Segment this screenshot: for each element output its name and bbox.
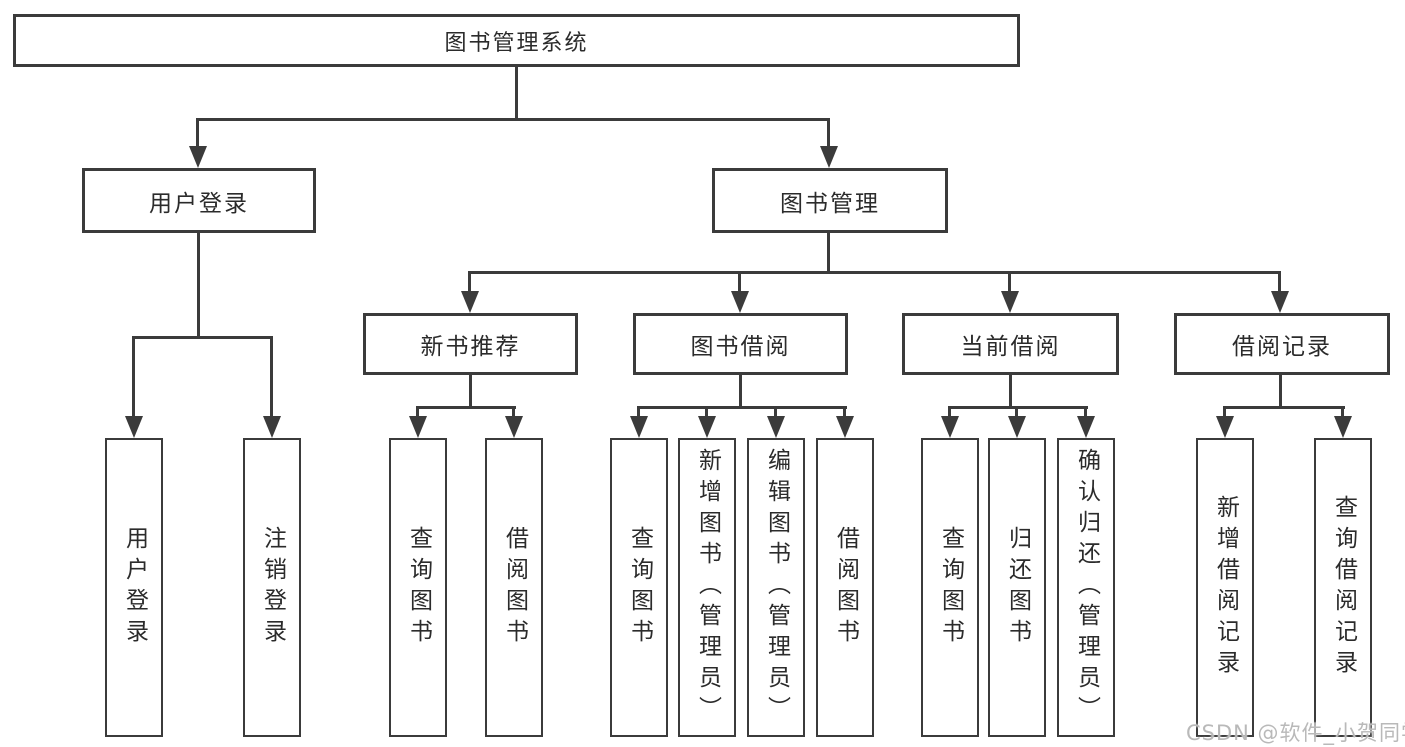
arrow-down-icon — [637, 406, 640, 416]
node-borrowing-records: 借阅记录 — [1174, 313, 1390, 375]
leaf-records-query-record: 查询借阅记录 — [1314, 438, 1372, 737]
connector-user-login-bus — [132, 336, 273, 339]
connector-borrowing-stem — [739, 374, 742, 406]
leaf-user-login: 用户登录 — [105, 438, 163, 737]
connector-user-login-stem — [197, 233, 200, 336]
connector-current-stem — [1009, 374, 1012, 406]
arrow-down-icon — [1084, 406, 1087, 416]
arrow-down-icon — [512, 406, 515, 416]
arrow-down-icon — [270, 336, 273, 416]
node-current-borrowing: 当前借阅 — [902, 313, 1119, 375]
leaf-current-query-books: 查询图书 — [921, 438, 979, 737]
node-book-borrowing: 图书借阅 — [633, 313, 848, 375]
node-root: 图书管理系统 — [13, 14, 1020, 67]
arrow-down-icon — [1015, 406, 1018, 416]
leaf-current-confirm-return-admin: 确认归还（管理员） — [1057, 438, 1115, 737]
arrow-down-icon — [1341, 406, 1344, 416]
connector-new-books-stem — [469, 374, 472, 406]
arrow-down-icon — [1278, 271, 1281, 291]
leaf-borrowing-edit-books-admin: 编辑图书（管理员） — [747, 438, 805, 737]
leaf-logout: 注销登录 — [243, 438, 301, 737]
arrow-down-icon — [1008, 271, 1011, 291]
connector-root-stem — [515, 67, 518, 118]
leaf-borrowing-add-books-admin: 新增图书（管理员） — [678, 438, 736, 737]
leaf-current-return-books: 归还图书 — [988, 438, 1046, 737]
connector-level3-bus — [468, 271, 1281, 274]
leaf-borrowing-query-books: 查询图书 — [610, 438, 668, 737]
leaf-newbooks-query-books: 查询图书 — [389, 438, 447, 737]
arrow-down-icon — [196, 118, 199, 146]
arrow-down-icon — [738, 271, 741, 291]
arrow-down-icon — [416, 406, 419, 416]
connector-new-books-bus — [416, 406, 516, 409]
node-new-book-recommend: 新书推荐 — [363, 313, 578, 375]
leaf-borrowing-borrow-books: 借阅图书 — [816, 438, 874, 737]
arrow-down-icon — [1223, 406, 1226, 416]
arrow-down-icon — [843, 406, 846, 416]
connector-level2-bus — [196, 118, 830, 121]
leaf-records-add-record: 新增借阅记录 — [1196, 438, 1254, 737]
arrow-down-icon — [132, 336, 135, 416]
connector-current-bus — [948, 406, 1088, 409]
arrow-down-icon — [948, 406, 951, 416]
arrow-down-icon — [774, 406, 777, 416]
arrow-down-icon — [827, 118, 830, 146]
arrow-down-icon — [468, 271, 471, 291]
arrow-down-icon — [705, 406, 708, 416]
watermark-text: CSDN @软件_小贺同学 — [1186, 721, 1405, 745]
node-book-management: 图书管理 — [712, 168, 948, 233]
connector-records-stem — [1279, 374, 1282, 406]
leaf-newbooks-borrow-books: 借阅图书 — [485, 438, 543, 737]
node-user-login: 用户登录 — [82, 168, 316, 233]
connector-borrowing-bus — [637, 406, 847, 409]
connector-records-bus — [1223, 406, 1345, 409]
connector-book-mgmt-stem — [827, 233, 830, 271]
